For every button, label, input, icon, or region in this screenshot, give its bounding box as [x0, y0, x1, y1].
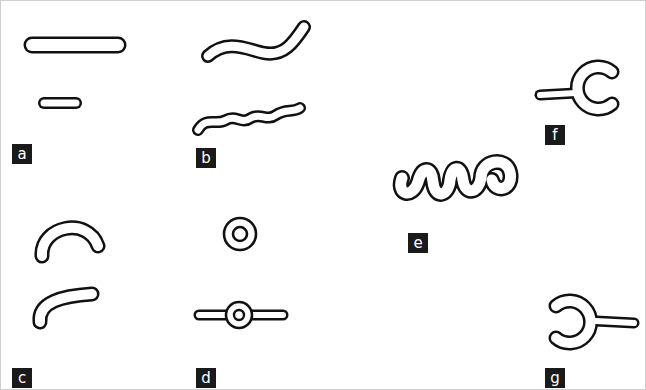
panel-letter: b	[196, 148, 216, 168]
panel-letter: d	[196, 368, 216, 388]
panel-letter: a	[12, 144, 32, 164]
panel-letter: e	[408, 233, 428, 253]
panel-letter: g	[545, 368, 565, 388]
panel-letter: c	[12, 368, 32, 388]
panel-letter: f	[545, 125, 565, 145]
